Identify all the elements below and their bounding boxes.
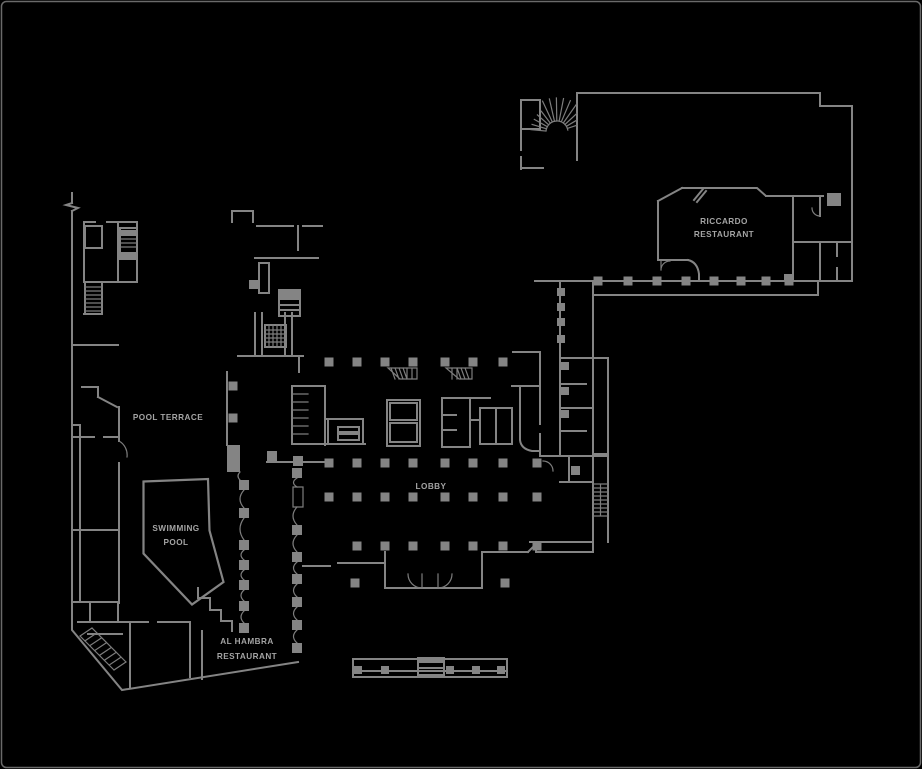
canopy-columns xyxy=(354,658,505,674)
al-hambra-label-line1: AL HAMBRA xyxy=(220,637,273,646)
gallery-columns xyxy=(227,381,303,653)
west-stair-icons xyxy=(84,238,137,312)
swimming-pool-outline xyxy=(142,477,225,606)
riccardo-restaurant-label-line2: RESTAURANT xyxy=(694,230,754,239)
plan-walls xyxy=(62,92,853,692)
al-hambra-label-line2: RESTAURANT xyxy=(217,652,277,661)
tower-hatch xyxy=(264,324,287,348)
room-labels: RICCARDO RESTAURANT POOL TERRACE SWIMMIN… xyxy=(133,217,754,661)
service-shafts xyxy=(784,193,841,282)
diagonal-stair-icon xyxy=(79,627,127,671)
spiral-stair-icon xyxy=(530,97,578,132)
riccardo-restaurant-label-line1: RICCARDO xyxy=(700,217,748,226)
escalator-icons xyxy=(386,367,473,380)
lobby-columns xyxy=(324,357,542,588)
plan-columns xyxy=(121,193,841,674)
connector-columns xyxy=(557,288,580,475)
swimming-pool-label-line2: POOL xyxy=(164,538,189,547)
swimming-pool-label-line1: SWIMMING xyxy=(152,524,199,533)
tower-solids xyxy=(121,230,299,300)
gallery-scallops xyxy=(237,471,304,644)
stair-tower-walls xyxy=(231,210,323,373)
pool-wing-walls xyxy=(62,192,300,692)
connector-wing-walls xyxy=(511,282,609,553)
connector-stair-icon xyxy=(593,483,608,517)
service-rooms-walls xyxy=(765,195,853,282)
plan-fine-detail xyxy=(79,97,821,671)
pool-terrace-label: POOL TERRACE xyxy=(133,413,203,422)
riccardo-room-walls xyxy=(656,186,794,281)
lobby-label: LOBBY xyxy=(416,482,447,491)
toilet-stalls xyxy=(291,393,309,435)
riccardo-corridor-walls xyxy=(534,280,853,296)
door-swing-arcs xyxy=(118,207,821,589)
central-core-walls xyxy=(291,385,541,452)
